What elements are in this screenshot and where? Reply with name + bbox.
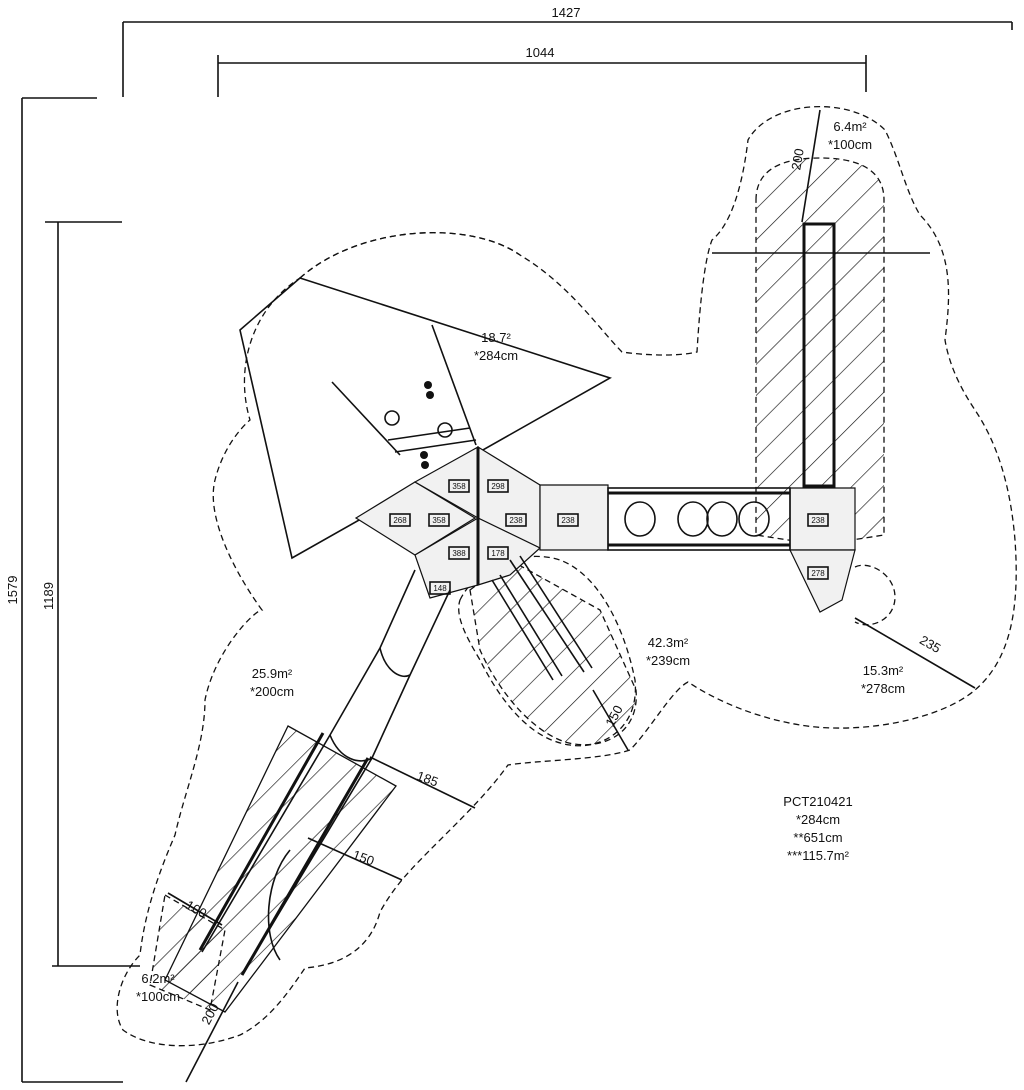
product-info: PCT210421 *284cm **651cm ***115.7m²: [783, 794, 852, 863]
dim-label-235: 235: [917, 632, 943, 656]
platform-tag: [487, 546, 509, 560]
chain-link-icon: [426, 391, 434, 399]
chain-link-icon: [420, 451, 428, 459]
platform-tag-label: 358: [432, 516, 446, 525]
dim-label-200-top: 200: [788, 147, 807, 171]
product-spec-area: ***115.7m²: [787, 848, 850, 863]
dimension-inner-width: 1044: [217, 45, 867, 97]
zone-height: *278cm: [861, 681, 905, 696]
platform-tag-label: 358: [452, 482, 466, 491]
tube-slide: [198, 569, 451, 976]
zone-height: *100cm: [828, 137, 872, 152]
dimension-200-top: 200: [788, 109, 821, 223]
zone-label-right: 15.3m² *278cm: [861, 663, 905, 696]
platform-tag: [487, 479, 509, 493]
zone-height: *284cm: [474, 348, 518, 363]
zone-area: 18.7²: [481, 330, 511, 345]
swing-seat-icon: [384, 410, 400, 426]
zone-area: 15.3m²: [863, 663, 904, 678]
platform-tag: [389, 513, 411, 527]
rope-bridge: [607, 487, 791, 551]
platform-tag: [448, 546, 470, 560]
zone-area: 25.9m²: [252, 666, 293, 681]
product-spec-height: *284cm: [796, 812, 840, 827]
swing-set: [239, 277, 612, 560]
dim-label-inner-height: 1189: [41, 582, 56, 610]
dim-label-overall-width: 1427: [552, 5, 581, 20]
zone-area: 6.4m²: [833, 119, 867, 134]
dimension-185: 185: [369, 756, 476, 809]
platform-tag: [807, 513, 829, 527]
dim-label-150-long: 150: [351, 847, 377, 869]
safety-zone-swing-top: [299, 232, 521, 279]
product-spec-length: **651cm: [793, 830, 842, 845]
hatch-zone-top-right: [755, 157, 885, 546]
safety-zone-small-loop: [854, 564, 896, 626]
dim-label-inner-width: 1044: [526, 45, 555, 60]
zone-height: *200cm: [250, 684, 294, 699]
platform-tag-label: 238: [811, 516, 825, 525]
hatch-zone-bottom-left-tail: [149, 893, 226, 1011]
chain-link-icon: [421, 461, 429, 469]
platform-tag: [557, 513, 579, 527]
platform-tag: [505, 513, 527, 527]
dim-label-overall-height: 1579: [5, 576, 20, 605]
hatch-zone-center-slide: [469, 559, 637, 746]
platform-tag: [448, 479, 470, 493]
zone-area: 6.2m²: [141, 971, 175, 986]
dimension-overall-height: 1579: [5, 97, 123, 1083]
dimension-150-long: 150: [307, 837, 403, 881]
zone-height: *100cm: [136, 989, 180, 1004]
dimension-overall-width: 1427: [122, 5, 1013, 97]
dim-label-185: 185: [415, 768, 441, 790]
climbing-pole-tower: [712, 222, 930, 488]
platform-hub: [354, 445, 856, 613]
chain-link-icon: [424, 381, 432, 389]
safety-zone-swing-left: [116, 105, 1017, 1047]
platform-tag-label: 388: [452, 549, 466, 558]
zone-area: 42.3m²: [648, 635, 689, 650]
platform-tag: [428, 513, 450, 527]
zone-label-swing: 18.7² *284cm: [474, 330, 518, 363]
platform-tag-label: 148: [433, 584, 447, 593]
zone-label-slide-center: 42.3m² *239cm: [646, 635, 690, 668]
swing-seat-icon: [437, 422, 453, 438]
dimension-inner-height: 1189: [41, 221, 140, 967]
platform-tag-label: 238: [509, 516, 523, 525]
platform-tag-label: 298: [491, 482, 505, 491]
zone-label-top-right: 6.4m² *100cm: [828, 119, 872, 152]
platform-tag-label: 268: [393, 516, 407, 525]
platform-tags: 358 298 268 358 238 238 388 178 148 238 …: [389, 479, 829, 595]
zone-height: *239cm: [646, 653, 690, 668]
platform-tag-label: 238: [561, 516, 575, 525]
zone-label-slide-left: 25.9m² *200cm: [250, 666, 294, 699]
product-code: PCT210421: [783, 794, 852, 809]
zone-label-bottom-left: 6.2m² *100cm: [136, 971, 180, 1004]
platform-tag: [807, 566, 829, 580]
center-slide: [491, 555, 593, 681]
platform-tag-label: 278: [811, 569, 825, 578]
platform-tag-label: 178: [491, 549, 505, 558]
platform-tag: [429, 581, 451, 595]
